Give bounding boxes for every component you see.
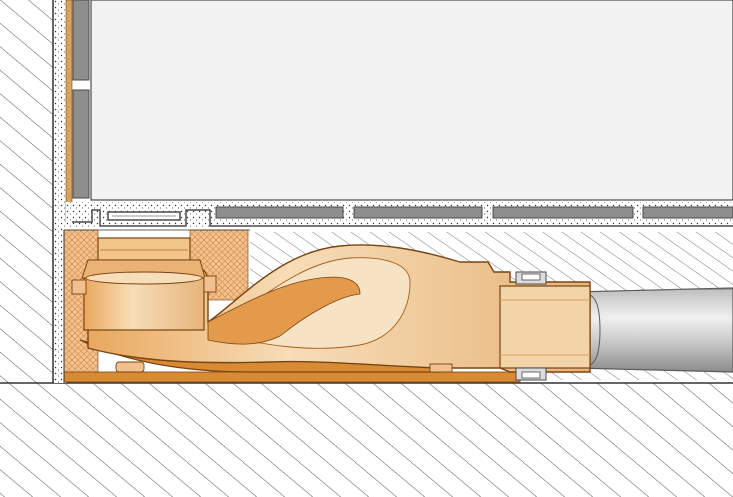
drain-body [79, 244, 591, 373]
wall-sealing-membrane [65, 0, 73, 223]
pipe-clip [515, 271, 547, 381]
wall-masonry [0, 0, 53, 383]
wall-adhesive-layer [54, 0, 66, 383]
floor-sealing-profile [72, 209, 733, 227]
wall-tile [72, 89, 90, 199]
floor-tile [353, 206, 483, 219]
floor-slab [0, 383, 733, 497]
floor-tile [492, 206, 634, 219]
base-strip [63, 371, 521, 383]
wall-tile [72, 0, 90, 81]
wall-panel [90, 0, 733, 201]
floor-tile [642, 206, 733, 219]
floor-tile [215, 206, 344, 219]
drain-outlet [81, 237, 206, 331]
drain-grate [107, 211, 181, 221]
waste-pipe [574, 287, 733, 373]
sealing-collar [71, 275, 453, 373]
